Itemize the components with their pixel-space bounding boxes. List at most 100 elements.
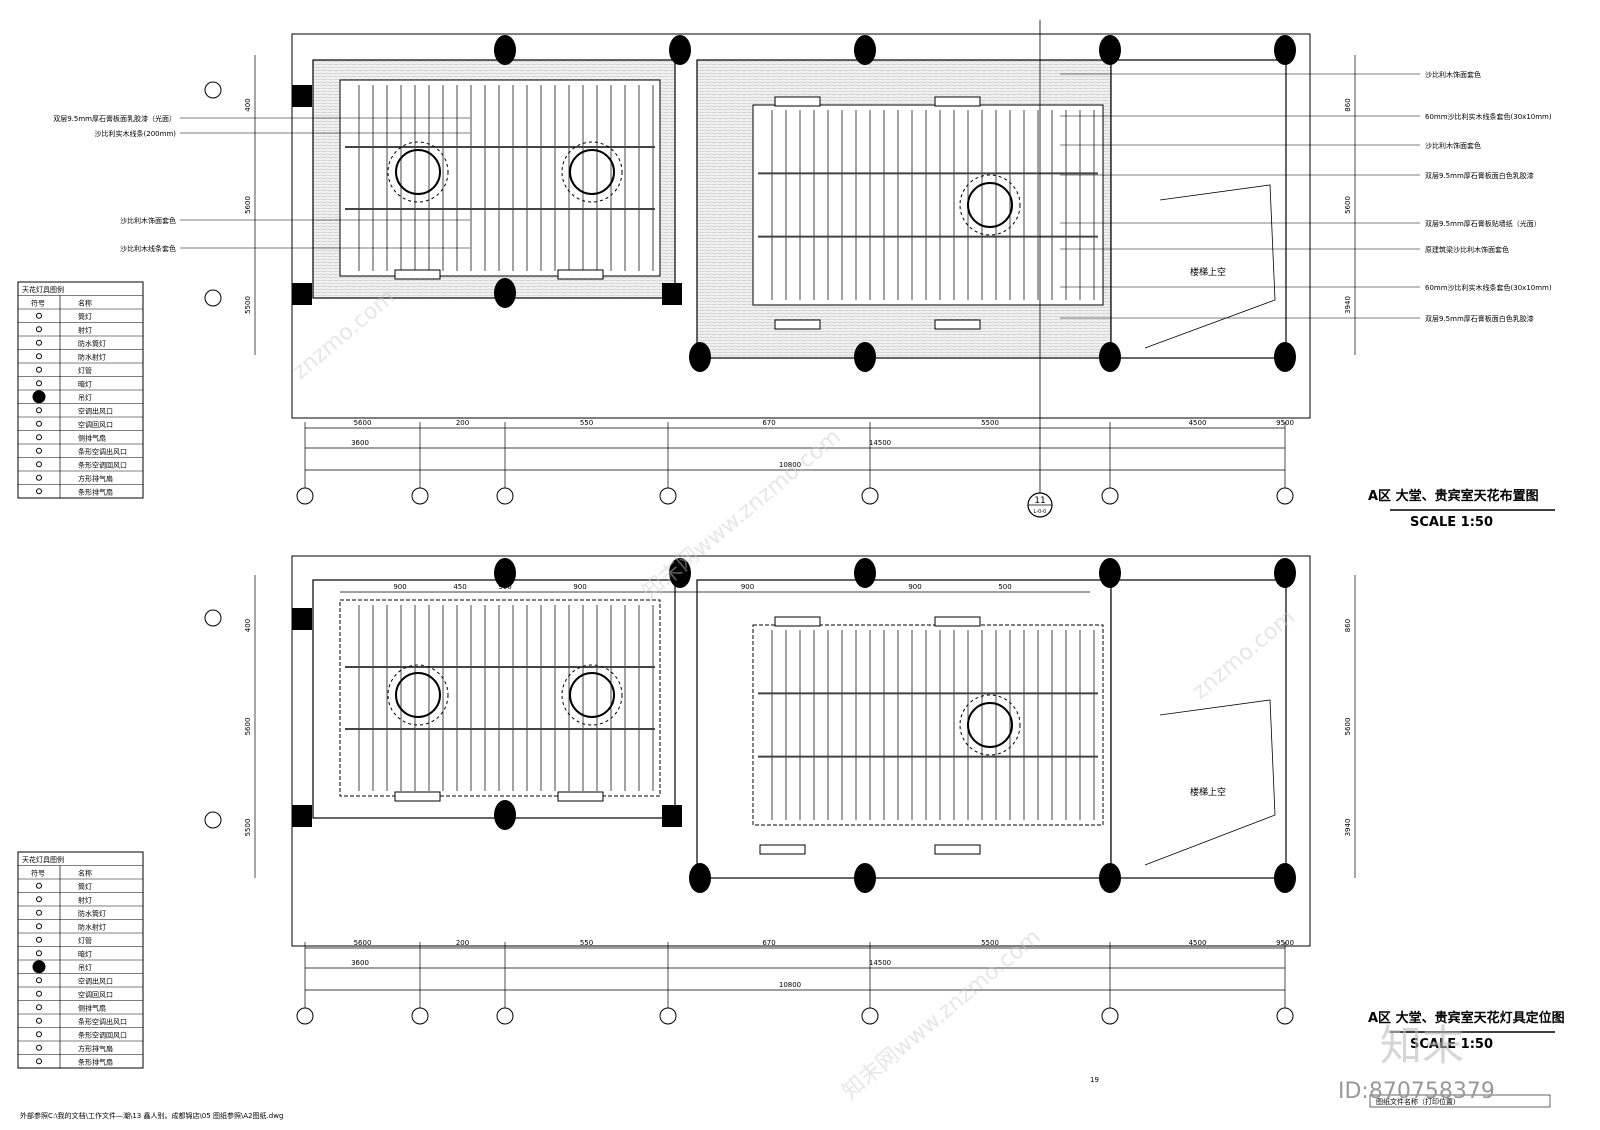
dimension-label: 5500 <box>244 296 252 314</box>
dimension-label: 4500 <box>1189 419 1207 427</box>
watermark-site: 知末网www.znzmo.com <box>638 424 846 604</box>
chandelier-icon <box>387 664 449 726</box>
legend-item: 条形空调回风口 <box>78 460 127 469</box>
legend-item: 吊灯 <box>78 393 92 402</box>
bottom-plan-scale: SCALE 1:50 <box>1410 1037 1493 1052</box>
legend-symbol <box>36 1004 42 1011</box>
dimension-label: 400 <box>244 619 252 632</box>
column-icon <box>292 85 312 107</box>
legend-title: 天花灯具图例 <box>22 855 64 864</box>
legend-header: 符号 <box>31 869 45 878</box>
legend-top: 天花灯具图例符号名称筒灯射灯防水筒灯防水射灯灯管暗灯吊灯空调出风口空调回风口侧排… <box>17 281 144 499</box>
grid-axis-marker <box>204 289 222 307</box>
chandelier-icon <box>387 141 449 203</box>
dimension-label: 3940 <box>1344 296 1352 314</box>
grid-axis-marker <box>411 487 429 505</box>
legend-symbol <box>36 1044 42 1051</box>
legend-symbol <box>36 326 42 333</box>
grid-axis-marker <box>204 609 222 627</box>
legend-item: 空调回风口 <box>78 420 113 429</box>
dimension-label: 200 <box>456 939 469 947</box>
column-icon <box>854 863 876 893</box>
legend-item: 灯管 <box>78 936 92 945</box>
callout-label: 双层9.5mm厚石膏板面白色乳胶漆 <box>1425 314 1534 323</box>
legend-item: 防水射灯 <box>78 922 106 931</box>
dimension-label: 5500 <box>981 939 999 947</box>
legend-symbol <box>36 1058 42 1065</box>
legend-item: 灯管 <box>78 366 92 375</box>
callout-label: 原建筑梁沙比利木饰面套色 <box>1425 245 1509 254</box>
top-callouts-right: 沙比利木饰面套色60mm沙比利实木线条套色(30x10mm)沙比利木饰面套色双层… <box>1060 70 1552 323</box>
dimension-label: 550 <box>580 419 593 427</box>
dimension-label: 5600 <box>354 419 372 427</box>
legend-item: 条形排气扇 <box>78 1057 113 1066</box>
column-icon <box>662 283 682 305</box>
dimension-label: 450 <box>453 583 466 591</box>
dimension-label: 550 <box>580 939 593 947</box>
chandelier-icon <box>959 174 1021 236</box>
callout-label: 沙比利木饰面套色 <box>1425 70 1481 79</box>
grid-axis-marker <box>296 1007 314 1025</box>
legend-symbol <box>36 447 42 454</box>
dimension-label: 900 <box>498 583 511 591</box>
legend-symbol <box>36 339 42 346</box>
grid-axis-marker <box>204 811 222 829</box>
grid-axis-marker <box>659 487 677 505</box>
column-icon <box>1274 35 1296 65</box>
dimension-label: 900 <box>573 583 586 591</box>
column-icon <box>1274 863 1296 893</box>
legend-symbol <box>36 353 42 360</box>
dimension-label: 860 <box>1344 619 1352 632</box>
legend-symbol <box>36 420 42 427</box>
column-icon <box>292 283 312 305</box>
legend-symbol <box>36 380 42 387</box>
dimension-label: 10800 <box>779 461 801 469</box>
column-icon <box>292 608 312 630</box>
legend-symbol <box>36 407 42 414</box>
legend-item: 侧排气扇 <box>78 433 106 442</box>
callout-label: 双层9.5mm厚石膏板面乳胶漆（光面） <box>53 114 176 123</box>
legend-item: 条形空调回风口 <box>78 1030 127 1039</box>
legend-symbol <box>36 1017 42 1024</box>
column-icon <box>494 35 516 65</box>
legend-symbol <box>36 882 42 889</box>
legend-item: 暗灯 <box>78 949 92 958</box>
dimension-label: 4500 <box>1189 939 1207 947</box>
legend-item: 射灯 <box>78 325 92 334</box>
legend-item: 筒灯 <box>78 882 92 891</box>
grid-axis-marker <box>296 487 314 505</box>
legend-item: 侧排气扇 <box>78 1003 106 1012</box>
grid-axis-marker <box>496 487 514 505</box>
column-icon <box>1099 863 1121 893</box>
legend-symbol <box>36 488 42 495</box>
legend-item: 防水筒灯 <box>78 909 106 918</box>
watermark-id: ID:870758379 <box>1338 1079 1495 1104</box>
legend-symbol <box>36 936 42 943</box>
column-icon <box>1099 35 1121 65</box>
column-icon <box>854 35 876 65</box>
grid-axis-marker <box>1276 1007 1294 1025</box>
column-icon <box>292 805 312 827</box>
callout-label: 60mm沙比利实木线条套色(30x10mm) <box>1425 283 1552 292</box>
dimension-label: 400 <box>244 98 252 111</box>
dimension-label: 14500 <box>869 959 891 967</box>
dimension-label: 670 <box>762 939 775 947</box>
callout-label: 双层9.5mm厚石膏板面白色乳胶漆 <box>1425 171 1534 180</box>
dimension-label: 5600 <box>1344 196 1352 214</box>
dimension-label: 5600 <box>244 718 252 736</box>
grid-axis-marker <box>496 1007 514 1025</box>
column-icon <box>494 800 516 830</box>
top-callouts-left: 双层9.5mm厚石膏板面乳胶漆（光面）沙比利实木线条(200mm)沙比利木饰面套… <box>53 114 470 253</box>
top-plan-title: A区 大堂、贵宾室天花布置图 <box>1368 488 1539 504</box>
legend-item: 空调出风口 <box>78 406 113 415</box>
column-icon <box>1274 558 1296 588</box>
dimension-label: 3940 <box>1344 819 1352 837</box>
column-icon <box>689 342 711 372</box>
dimension-label: 900 <box>741 583 754 591</box>
axis-number: 11 <box>1034 496 1045 506</box>
